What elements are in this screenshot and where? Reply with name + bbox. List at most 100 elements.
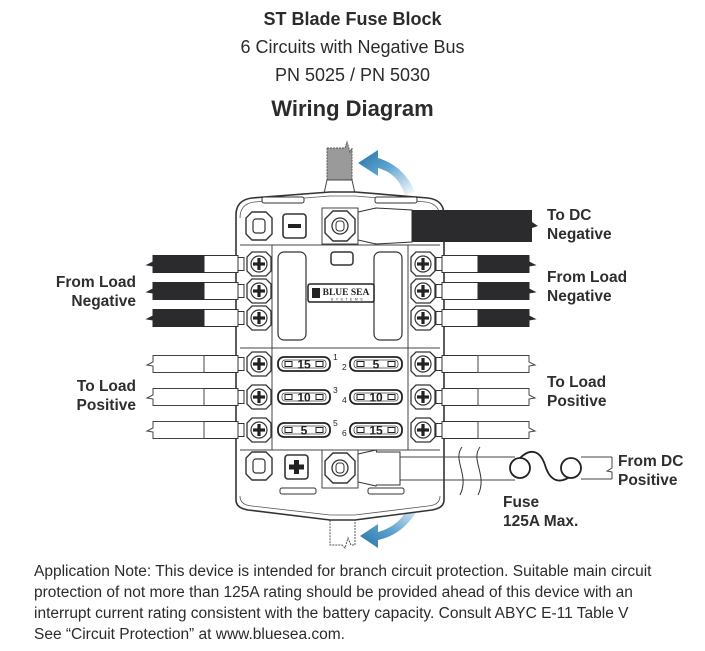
label-line: Positive	[618, 472, 678, 489]
circuit-number: 3	[333, 385, 338, 395]
fuse-contact	[356, 394, 365, 400]
blade-fuse-2: 52	[342, 356, 403, 372]
fuse-inner	[281, 392, 327, 402]
label-line: 125A Max.	[503, 513, 579, 530]
terminal-screw-icon	[246, 417, 272, 443]
fuse-contact	[315, 394, 324, 400]
positive-load-wire	[145, 417, 272, 443]
terminal-screw-icon	[410, 251, 436, 277]
label-line: Negative	[547, 226, 612, 243]
diagram-title: ST Blade Fuse Block	[263, 9, 442, 29]
brand-sub: SYSTEMS	[331, 298, 365, 302]
fuse-rating: 5	[373, 358, 380, 372]
note-line: protection of not more than 125A rating …	[34, 584, 633, 601]
label-line: To Load	[76, 378, 136, 395]
label-from-load-negative-right: From Load Negative	[547, 268, 627, 306]
negative-load-wire	[410, 278, 537, 304]
fuse-inner	[353, 392, 399, 402]
positive-load-wire	[410, 384, 537, 410]
blade-fuse-3: 10 3	[277, 385, 338, 405]
positive-load-wire	[410, 417, 537, 443]
label-line: From DC	[618, 453, 684, 470]
positive-load-wire	[145, 351, 272, 377]
fuse-inner	[353, 359, 399, 369]
label-line: Negative	[71, 293, 136, 310]
terminal-screw-icon	[246, 351, 272, 377]
label-line: Fuse	[503, 494, 540, 511]
blade-fuse-5: 55	[277, 418, 338, 438]
blade-fuse-4: 10 4	[342, 389, 403, 405]
label-from-load-negative-left: From Load Negative	[40, 273, 136, 311]
note-line: Application Note: This device is intende…	[34, 563, 652, 580]
terminal-screw-icon	[410, 384, 436, 410]
label-line: From Load	[55, 274, 136, 291]
fuse-contact	[315, 427, 324, 433]
negative-load-wire	[410, 305, 537, 331]
fuse-contact	[387, 394, 396, 400]
part-numbers: PN 5025 / PN 5030	[274, 65, 431, 85]
positive-load-wire	[145, 384, 272, 410]
wiring-diagram-heading: Wiring Diagram	[271, 96, 434, 121]
rotate-arrow-top-icon	[358, 150, 415, 195]
fuse-rating: 10	[297, 391, 311, 405]
negative-load-wire	[145, 251, 272, 277]
fuse-rating: 10	[369, 391, 383, 405]
brand-name: BLUE SEA	[323, 288, 370, 298]
application-note: Application Note: This device is intende…	[34, 561, 694, 645]
fuse-body	[349, 356, 403, 372]
label-to-load-positive-right: To Load Positive	[547, 373, 606, 411]
circuit-number: 4	[342, 395, 347, 405]
positive-load-wire	[410, 351, 537, 377]
negative-bus-stud-area	[245, 207, 359, 245]
to-dc-negative-cable	[357, 207, 538, 245]
fuse-contact	[284, 394, 293, 400]
fuse-contact	[356, 361, 365, 367]
label-line: Positive	[76, 397, 136, 414]
label-line: From Load	[547, 269, 628, 286]
label-to-dc-negative: To DC Negative	[547, 206, 612, 244]
fuse-body	[277, 422, 331, 438]
terminal-screw-icon	[410, 278, 436, 304]
fuse-body	[349, 422, 403, 438]
negative-load-wire	[145, 305, 272, 331]
label-fuse-rating: Fuse 125A Max.	[503, 493, 578, 531]
fuse-contact	[356, 427, 365, 433]
fuse-contact	[315, 361, 324, 367]
note-line: interrupt current rating consistent with…	[34, 605, 629, 622]
circuit-number: 1	[333, 352, 338, 362]
fuse-body	[277, 389, 331, 405]
terminal-screw-icon	[410, 351, 436, 377]
fuse-inner	[353, 425, 399, 435]
blue-sea-logo: BLUE SEA SYSTEMS	[307, 283, 375, 303]
fuse-inner	[281, 359, 327, 369]
label-from-dc-positive: From DC Positive	[618, 452, 683, 490]
terminal-screw-icon	[246, 251, 272, 277]
fuse-contact	[284, 361, 293, 367]
blade-fuse-1: 151	[277, 352, 338, 372]
fuse-body	[277, 356, 331, 372]
label-to-load-positive-left: To Load Positive	[40, 377, 136, 415]
fuse-body	[349, 389, 403, 405]
terminal-screw-icon	[246, 278, 272, 304]
circuit-number: 5	[333, 418, 338, 428]
terminal-screw-icon	[410, 417, 436, 443]
fuse-contact	[284, 427, 293, 433]
label-line: To DC	[547, 207, 592, 224]
label-line: To Load	[547, 374, 607, 391]
fuse-rating: 5	[301, 424, 308, 438]
diagram-subtitle: 6 Circuits with Negative Bus	[240, 37, 465, 57]
label-line: Negative	[547, 288, 612, 305]
inline-fuse-icon	[509, 450, 582, 482]
terminal-screw-icon	[246, 305, 272, 331]
negative-load-wire	[145, 278, 272, 304]
terminal-screw-icon	[246, 384, 272, 410]
terminal-screw-icon	[410, 305, 436, 331]
fuse-contact	[387, 361, 396, 367]
fuse-inner	[281, 425, 327, 435]
note-line: See “Circuit Protection” at www.bluesea.…	[34, 626, 345, 643]
fuse-contact	[387, 427, 396, 433]
label-line: Positive	[547, 393, 607, 410]
fuse-rating: 15	[369, 424, 383, 438]
circuit-number: 6	[342, 428, 347, 438]
